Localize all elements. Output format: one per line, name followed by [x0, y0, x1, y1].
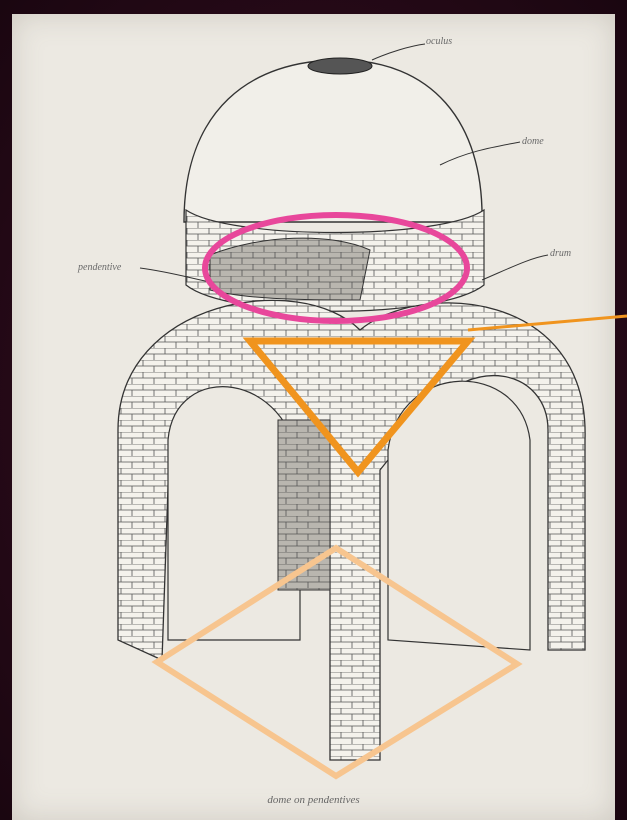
label-dome: dome: [522, 136, 544, 147]
arches-structure: [118, 300, 585, 760]
label-drum: drum: [550, 248, 571, 259]
label-oculus: oculus: [426, 36, 452, 47]
dome-shape: [184, 58, 482, 222]
drum-shape: [186, 210, 484, 311]
label-pendentive: pendentive: [78, 262, 121, 273]
oculus-opening: [308, 58, 372, 74]
diagram-caption: dome on pendentives: [0, 794, 627, 806]
